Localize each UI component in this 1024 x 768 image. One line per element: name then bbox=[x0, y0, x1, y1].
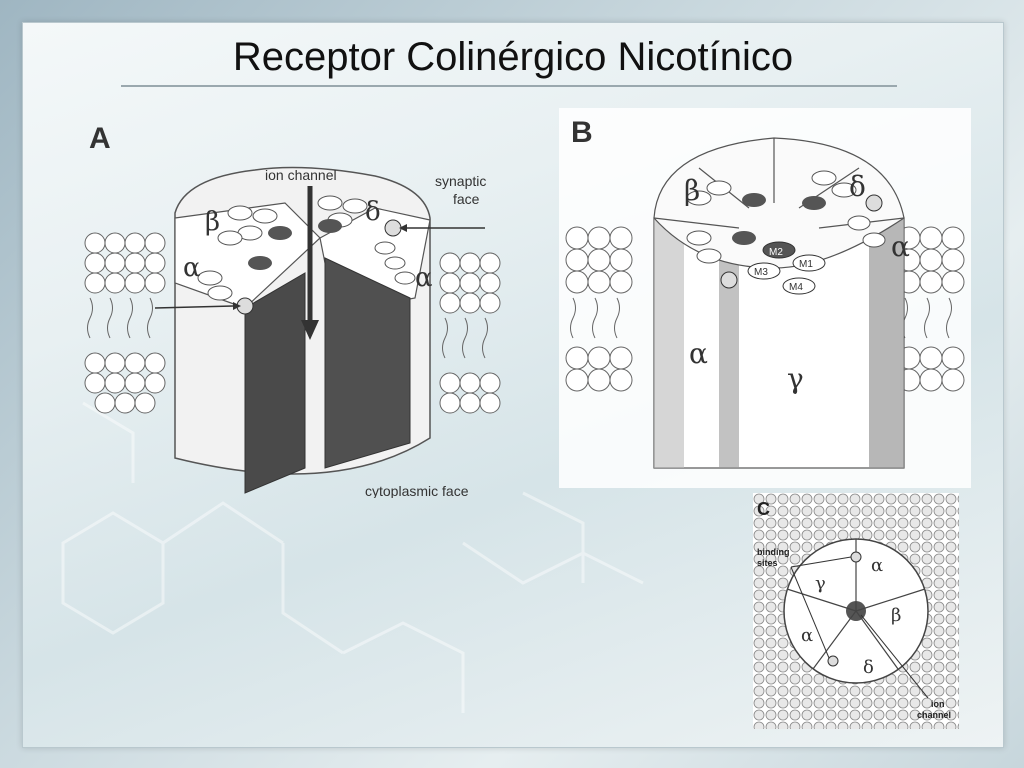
panel-a-subunit-alpha-left: α bbox=[183, 253, 201, 283]
panel-a-membrane-left bbox=[84, 232, 166, 414]
panel-c-subunit-delta: δ bbox=[863, 657, 874, 678]
panel-c-letter: C bbox=[757, 499, 770, 519]
panel-b-receptor bbox=[653, 137, 905, 469]
panel-a-label-face: face bbox=[453, 191, 480, 207]
panel-c-subunit-alpha-top: α bbox=[871, 555, 883, 576]
panel-c-subunit-gamma: γ bbox=[815, 573, 826, 594]
panel-a-label-cytoplasmic: cytoplasmic face bbox=[365, 483, 469, 498]
panel-a-receptor bbox=[154, 166, 485, 494]
panel-b-diagram: B bbox=[559, 108, 971, 488]
slide-title: Receptor Colinérgico Nicotínico bbox=[232, 35, 794, 79]
panel-b-letter: B bbox=[571, 116, 593, 149]
panel-a-membrane-right bbox=[439, 252, 501, 414]
panel-b-subunit-beta: β bbox=[684, 174, 700, 207]
panel-c-label-ion: ion bbox=[931, 699, 945, 709]
panel-c-label-sites: sites bbox=[757, 558, 778, 568]
slide: Receptor Colinérgico Nicotínico A bbox=[22, 22, 1004, 748]
panel-b-m3: M3 bbox=[754, 267, 768, 278]
panel-a-label-ion-channel: ion channel bbox=[265, 167, 337, 183]
panel-a-subunit-delta: δ bbox=[365, 197, 381, 227]
panel-b-subunit-alpha-right: α bbox=[891, 230, 910, 263]
panel-a-diagram: A bbox=[84, 122, 501, 498]
panel-a-subunit-alpha-right: α bbox=[415, 263, 433, 293]
panel-c-subunit-alpha-bottom: α bbox=[801, 625, 813, 646]
panel-b-m4: M4 bbox=[789, 282, 803, 293]
panel-b-membrane-left bbox=[565, 226, 633, 392]
title-divider bbox=[121, 85, 897, 87]
panel-b-m1: M1 bbox=[799, 259, 813, 270]
panel-c-diagram: C α γ β α δ binding sites ion channe bbox=[753, 493, 959, 729]
panel-c-receptor bbox=[783, 538, 929, 699]
panel-c-label-channel: channel bbox=[917, 710, 951, 720]
panel-a-subunit-beta: β bbox=[205, 207, 220, 237]
panel-c-subunit-beta: β bbox=[891, 605, 901, 626]
panel-b-m2: M2 bbox=[769, 247, 783, 258]
panel-a-label-synaptic: synaptic bbox=[435, 173, 486, 189]
background-molecule bbox=[61, 401, 644, 713]
panel-b-subunit-gamma: γ bbox=[787, 362, 804, 395]
panel-b-subunit-alpha-front: α bbox=[689, 337, 708, 370]
panel-a-letter: A bbox=[89, 122, 111, 155]
panel-b-subunit-delta: δ bbox=[849, 170, 866, 203]
panel-c-label-binding: binding bbox=[757, 547, 790, 557]
